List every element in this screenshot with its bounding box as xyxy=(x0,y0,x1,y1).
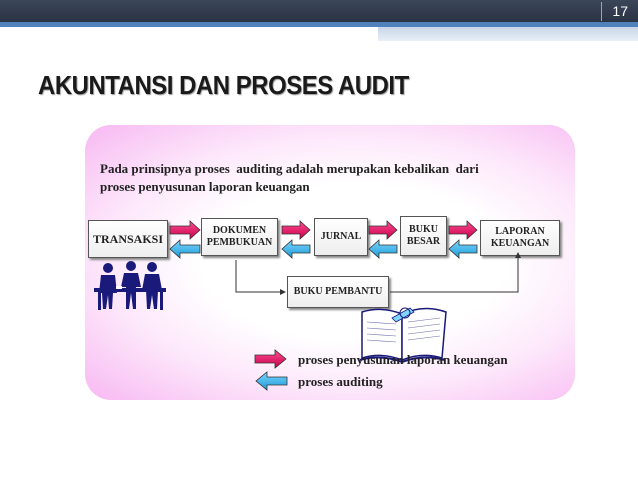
intro-text: Pada prinsipnya proses auditing adalah m… xyxy=(100,160,540,196)
box-laporan-keuangan: LAPORAN KEUANGAN xyxy=(480,220,560,256)
legend-auditing-label: proses auditing xyxy=(298,374,383,389)
top-accent-line xyxy=(0,22,638,27)
backward-arrow-2 xyxy=(281,239,311,259)
top-accent-fade xyxy=(378,27,638,41)
legend-backward-arrow xyxy=(255,371,288,391)
forward-arrow-1 xyxy=(169,220,201,240)
box-transaksi: TRANSAKSI xyxy=(88,220,168,258)
connector-pembantu-to-laporan xyxy=(390,252,521,293)
backward-arrow-1 xyxy=(169,239,201,259)
page-number: 17 xyxy=(601,2,628,21)
box-buku-line1: BUKU xyxy=(409,224,438,235)
box-dokumen-line1: DOKUMEN xyxy=(212,225,267,236)
box-buku-pembantu-label: BUKU PEMBANTU xyxy=(293,286,383,297)
box-dokumen-line2: PEMBUKUAN xyxy=(206,237,273,248)
box-dokumen-pembukuan: DOKUMEN PEMBUKUAN xyxy=(201,218,278,256)
backward-arrow-3 xyxy=(368,239,398,259)
box-laporan-line2: KEUANGAN xyxy=(490,238,550,249)
box-buku-line2: BESAR xyxy=(406,236,441,247)
forward-arrow-4 xyxy=(448,220,478,240)
box-transaksi-label: TRANSAKSI xyxy=(92,232,164,246)
open-book-icon xyxy=(359,307,447,364)
slide-title: AKUNTANSI DAN PROSES AUDIT xyxy=(38,70,409,100)
forward-arrow-2 xyxy=(281,220,311,240)
box-laporan-line1: LAPORAN xyxy=(495,226,545,237)
box-buku-besar: BUKU BESAR xyxy=(400,216,447,256)
legend-forward-arrow xyxy=(254,349,287,369)
top-bar xyxy=(0,0,638,22)
box-buku-pembantu: BUKU PEMBANTU xyxy=(287,276,389,308)
connector-dokumen-to-pembantu xyxy=(235,260,286,295)
forward-arrow-3 xyxy=(368,220,398,240)
intro-line-1: Pada prinsipnya proses auditing adalah m… xyxy=(100,161,479,176)
box-jurnal: JURNAL xyxy=(314,218,368,256)
box-jurnal-label: JURNAL xyxy=(320,231,362,242)
diagram-panel xyxy=(85,125,575,400)
legend-penyusunan-label: proses penyusunan laporan keuangan xyxy=(298,352,508,367)
intro-line-2: proses penyusunan laporan keuangan xyxy=(100,179,310,194)
people-meeting-icon xyxy=(94,261,166,310)
backward-arrow-4 xyxy=(448,239,478,259)
